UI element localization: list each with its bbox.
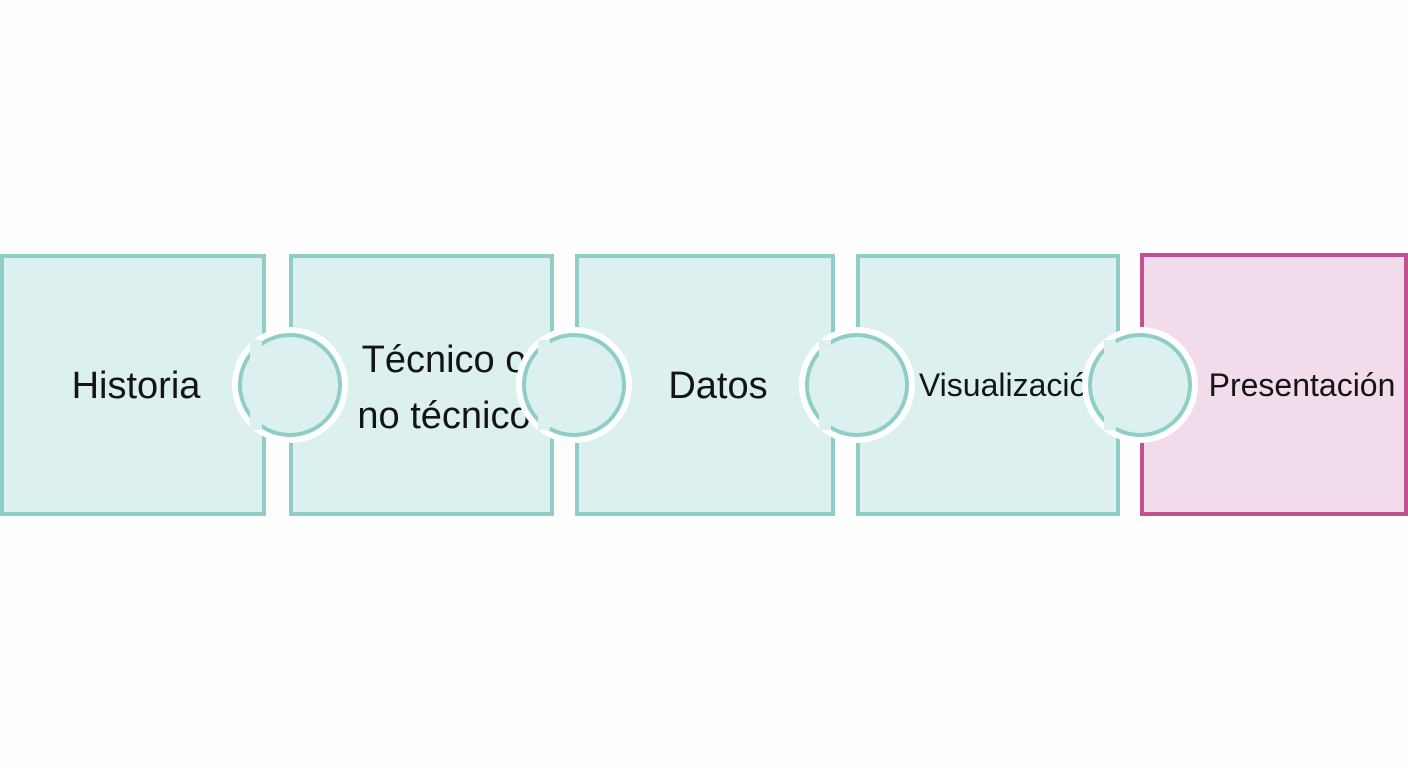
puzzle-connectors [232, 327, 1198, 443]
puzzle-piece-tecnico: Técnico o no técnico [289, 254, 554, 516]
connector-knob-1 [232, 327, 348, 443]
piece-label-presentacion: Presentación [1209, 367, 1396, 403]
piece-label-tecnico-line2: no técnico [357, 395, 530, 437]
piece-body-historia [0, 254, 266, 516]
piece-label-tecnico-line1: Técnico o [362, 339, 527, 381]
connector-knob-3 [799, 327, 915, 443]
piece-label-visualizacion: Visualización [919, 367, 1105, 403]
piece-label-datos: Datos [668, 365, 767, 407]
piece-label-historia: Historia [72, 365, 202, 407]
connector-knob-4 [1082, 327, 1198, 443]
connector-knob-2 [516, 327, 632, 443]
puzzle-piece-historia: Historia [0, 254, 266, 516]
